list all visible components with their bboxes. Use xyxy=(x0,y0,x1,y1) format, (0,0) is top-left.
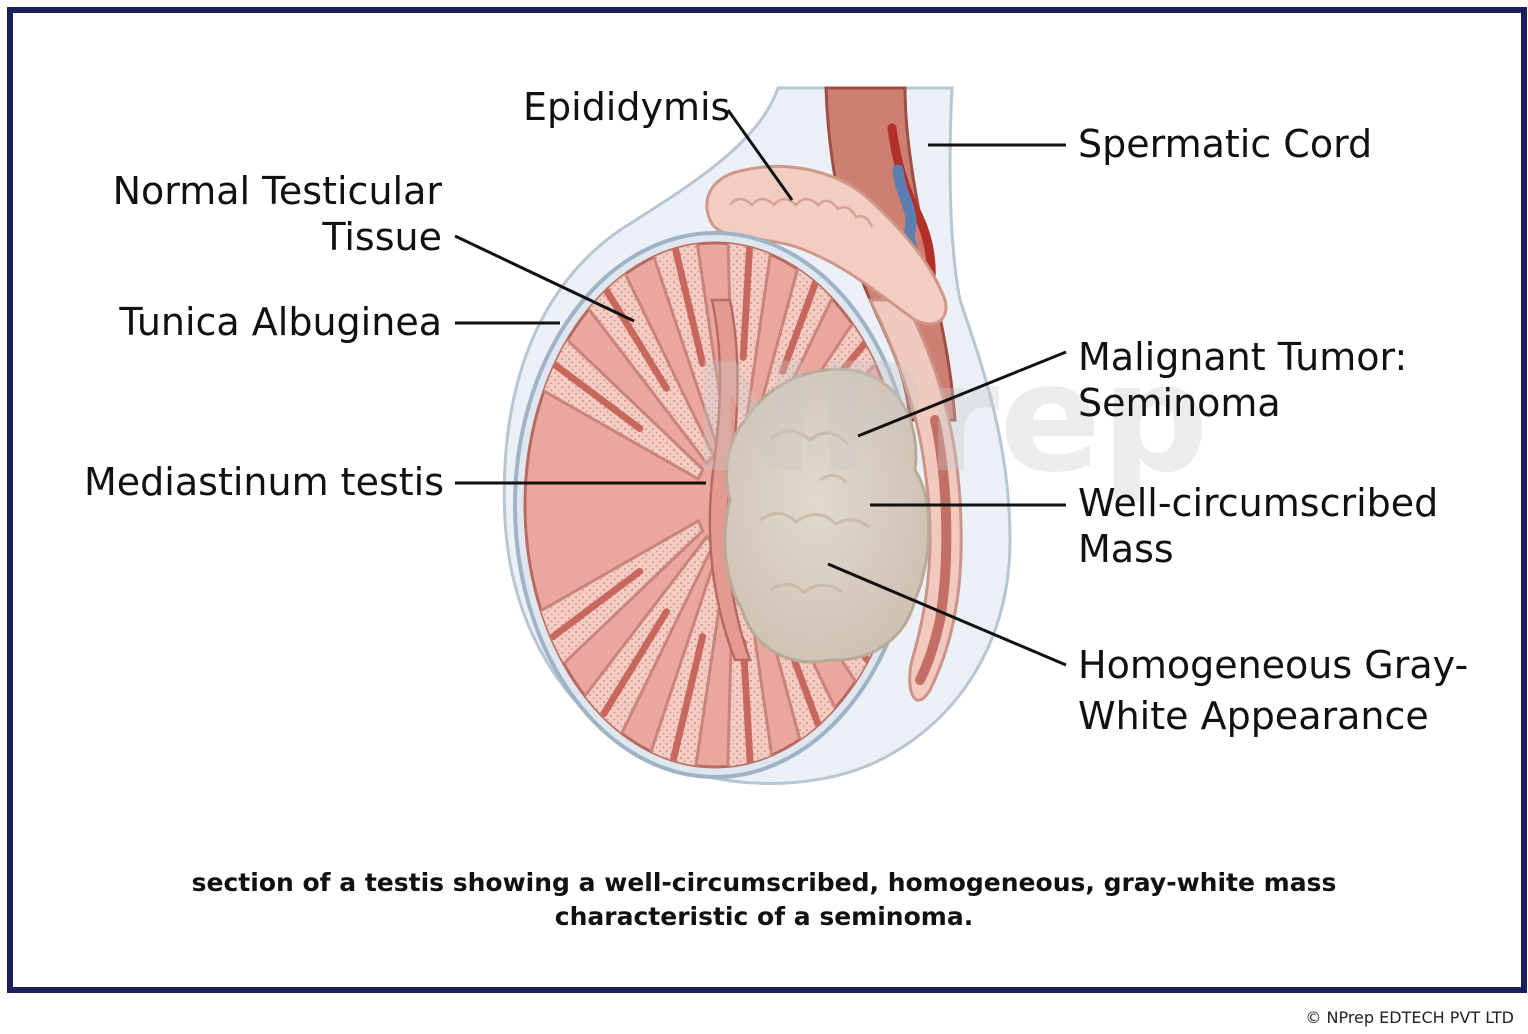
label-normal-tissue-line1: Normal Testicular xyxy=(112,169,442,213)
leader-epididymis xyxy=(726,109,794,201)
leader-normal-tissue xyxy=(454,234,635,323)
label-malignant-tumor: Malignant Tumor: Seminoma xyxy=(1078,334,1407,426)
tubule-strand xyxy=(669,633,707,765)
epididymis-head xyxy=(705,165,948,326)
lobule-texture xyxy=(635,243,728,453)
tubule-strand xyxy=(549,568,644,640)
label-malignant-line2: Seminoma xyxy=(1078,381,1281,425)
label-mediastinum: Mediastinum testis xyxy=(84,460,444,504)
label-well-line1: Well-circumscribed xyxy=(1078,481,1439,525)
label-malignant-line1: Malignant Tumor: xyxy=(1078,335,1408,379)
caption-line2: characteristic of a seminoma. xyxy=(554,902,974,931)
label-well-circumscribed: Well-circumscribed Mass xyxy=(1078,480,1438,572)
figure-caption: section of a testis showing a well-circu… xyxy=(60,866,1468,934)
label-well-line2: Mass xyxy=(1078,527,1174,571)
label-homogeneous-line2: White Appearance xyxy=(1078,694,1429,738)
label-normal-tissue: Normal Testicular Tissue xyxy=(90,168,442,260)
label-spermatic-cord: Spermatic Cord xyxy=(1078,122,1373,166)
label-normal-tissue-line2: Tissue xyxy=(322,215,442,259)
epididymis-coils xyxy=(729,197,874,228)
tubule-strand xyxy=(739,639,755,767)
label-epididymis: Epididymis xyxy=(523,85,731,129)
copyright-notice: © NPrep EDTECH PVT LTD xyxy=(1305,1008,1514,1027)
tubule-strand xyxy=(669,243,707,367)
label-homogeneous: Homogeneous Gray- White Appearance xyxy=(1078,640,1468,742)
label-tunica-albuginea: Tunica Albuginea xyxy=(119,300,442,344)
epididymis-duct-strip xyxy=(915,415,952,685)
leader-lines xyxy=(454,109,1067,667)
leader-homogeneous xyxy=(827,562,1067,667)
watermark: NPrep xyxy=(690,332,1209,506)
label-homogeneous-line1: Homogeneous Gray- xyxy=(1078,643,1469,687)
seminoma-texture xyxy=(759,429,871,594)
leader-malignant xyxy=(857,350,1067,438)
lobule-texture xyxy=(726,243,781,449)
caption-line1: section of a testis showing a well-circu… xyxy=(191,868,1337,897)
tubule-strand xyxy=(600,608,670,717)
tubule-strand xyxy=(600,283,670,392)
tubule-strand xyxy=(549,360,644,432)
tubule-strand xyxy=(739,243,755,361)
